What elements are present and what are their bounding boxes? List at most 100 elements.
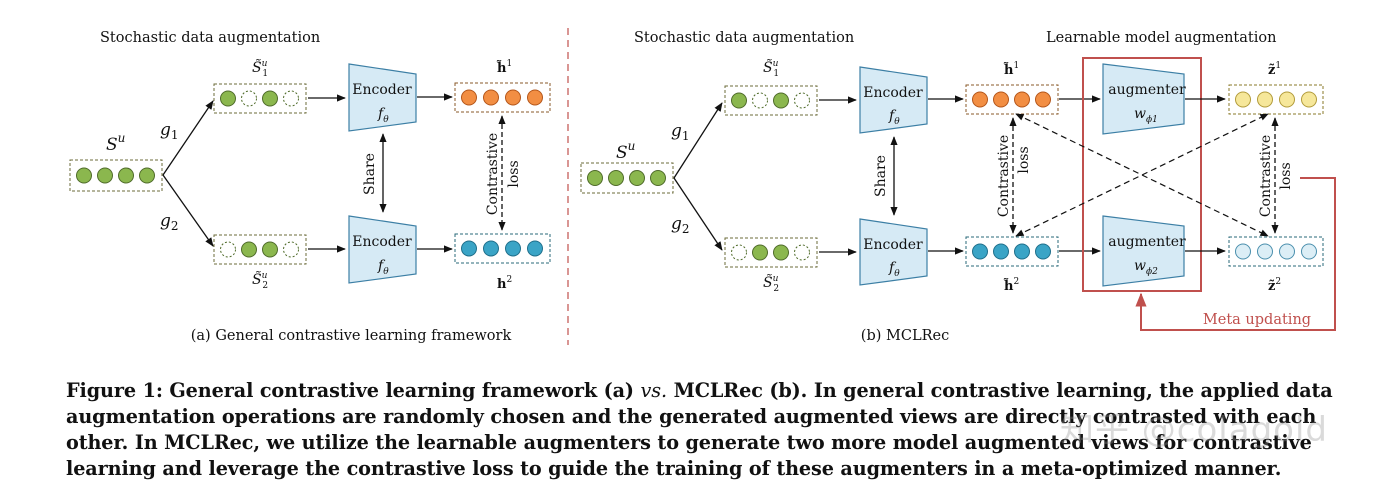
item-lightblue xyxy=(1257,243,1273,260)
figure-caption-lead: Figure 1: General contrastive learning f… xyxy=(66,379,641,402)
z1-label: z̃1 xyxy=(1268,61,1281,78)
su-items-right xyxy=(587,170,666,186)
item-masked xyxy=(283,90,299,107)
s1-box-left xyxy=(213,83,307,114)
item-green xyxy=(608,170,624,186)
diagram-canvas: Stochastic data augmentation Su g1 g2 S̃… xyxy=(69,28,1336,345)
s2-box-right xyxy=(724,237,818,268)
item-orange xyxy=(1014,91,1030,108)
item-lightblue xyxy=(1279,243,1295,260)
item-green xyxy=(220,90,236,107)
s2-box-left xyxy=(213,234,307,265)
item-green xyxy=(752,244,768,261)
item-blue xyxy=(993,243,1009,260)
item-green xyxy=(587,170,603,186)
item-masked xyxy=(794,92,810,109)
su-items-left xyxy=(76,167,155,184)
item-orange xyxy=(1035,91,1051,108)
item-masked xyxy=(220,241,236,258)
item-green xyxy=(118,167,134,184)
s2-items-right xyxy=(731,244,810,261)
encoder-top-right-label: Encoder xyxy=(863,85,923,101)
item-green xyxy=(262,241,278,258)
su-box-left xyxy=(69,159,163,192)
g1-label-right: g1 xyxy=(671,121,690,143)
meta-updating-label: Meta updating xyxy=(1203,312,1311,328)
item-masked xyxy=(752,92,768,109)
item-green xyxy=(773,92,789,109)
z1-items xyxy=(1235,91,1317,108)
figure-caption-rest: MCLRec (b). In general contrastive learn… xyxy=(66,379,1333,480)
augmenter-bottom-w: wϕ2 xyxy=(1134,258,1158,277)
encoder-bottom-right-label: Encoder xyxy=(863,237,923,253)
item-blue xyxy=(527,240,543,257)
meta-updating-arrow xyxy=(1135,177,1336,331)
caption-right: (b) MCLRec xyxy=(861,328,949,344)
item-orange xyxy=(993,91,1009,108)
su-box-right xyxy=(580,162,674,194)
figure-caption: Figure 1: General contrastive learning f… xyxy=(66,378,1356,482)
item-green xyxy=(241,241,257,258)
h2-box-right xyxy=(965,236,1059,267)
item-green xyxy=(731,92,747,109)
item-green xyxy=(629,170,645,186)
z2-items xyxy=(1235,243,1317,260)
g2-label-right: g2 xyxy=(671,214,690,236)
contrastive-label-z: Contrastive xyxy=(1258,135,1274,217)
encoder-top-left xyxy=(348,63,417,132)
encoder-bottom-right-f: fθ xyxy=(888,260,900,279)
contrastive-label-left: Contrastive xyxy=(485,133,501,215)
augmenter-top-label: augmenter xyxy=(1108,82,1186,98)
encoder-top-right xyxy=(859,66,928,134)
z2-box xyxy=(1228,236,1324,267)
z1-box xyxy=(1228,84,1324,115)
s1-box-right xyxy=(724,85,818,116)
panel-a: Stochastic data augmentation Su g1 g2 S̃… xyxy=(69,30,551,344)
caption-left: (a) General contrastive learning framewo… xyxy=(191,328,512,344)
encoder-bottom-left-label: Encoder xyxy=(352,234,412,250)
item-orange xyxy=(972,91,988,108)
item-masked xyxy=(283,241,299,258)
s2-items-left xyxy=(220,241,299,258)
item-blue xyxy=(505,240,521,257)
su-label-right: Su xyxy=(616,139,635,163)
g1-arrow-right xyxy=(673,102,723,179)
h2-label-left: h2 xyxy=(497,275,512,292)
figure-caption-vs: vs. xyxy=(640,379,667,402)
item-yellow xyxy=(1257,91,1273,108)
item-green xyxy=(650,170,666,186)
h1-items-right xyxy=(972,91,1051,108)
h1-box-left xyxy=(454,82,551,113)
item-orange xyxy=(483,89,499,106)
item-blue xyxy=(1035,243,1051,260)
item-green xyxy=(76,167,92,184)
augmenter-bottom-label: augmenter xyxy=(1108,234,1186,250)
section-label-right-2: Learnable model augmentation xyxy=(1046,30,1276,46)
augmenter-top xyxy=(1102,63,1185,135)
item-blue xyxy=(1014,243,1030,260)
h2-items-right xyxy=(972,243,1051,260)
item-green xyxy=(97,167,113,184)
encoder-bottom-left-f: fθ xyxy=(377,258,389,277)
section-label-left: Stochastic data augmentation xyxy=(100,30,320,46)
item-green xyxy=(262,90,278,107)
item-orange xyxy=(505,89,521,106)
item-lightblue xyxy=(1301,243,1317,260)
section-label-right: Stochastic data augmentation xyxy=(634,30,854,46)
encoder-top-left-f: fθ xyxy=(377,106,389,125)
h1-label-right: h̃1 xyxy=(1003,61,1019,78)
encoder-bottom-left xyxy=(348,215,417,284)
item-orange xyxy=(527,89,543,106)
g2-arrow-left xyxy=(162,174,214,247)
item-green xyxy=(139,167,155,184)
item-blue xyxy=(461,240,477,257)
encoder-top-right-f: fθ xyxy=(888,108,900,127)
contrastive-label-h: Contrastive xyxy=(996,135,1012,217)
h2-box-left xyxy=(454,233,551,264)
z2-label: z̃2 xyxy=(1268,277,1281,294)
augmenter-bottom xyxy=(1102,215,1185,287)
encoder-top-left-label: Encoder xyxy=(352,82,412,98)
